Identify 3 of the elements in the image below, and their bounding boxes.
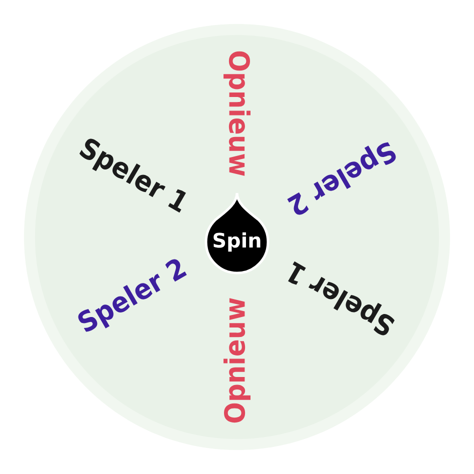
- segment-label: Opnieuw: [224, 51, 250, 176]
- segment-label: Opnieuw: [224, 298, 250, 423]
- spin-button: Spin: [204, 192, 270, 274]
